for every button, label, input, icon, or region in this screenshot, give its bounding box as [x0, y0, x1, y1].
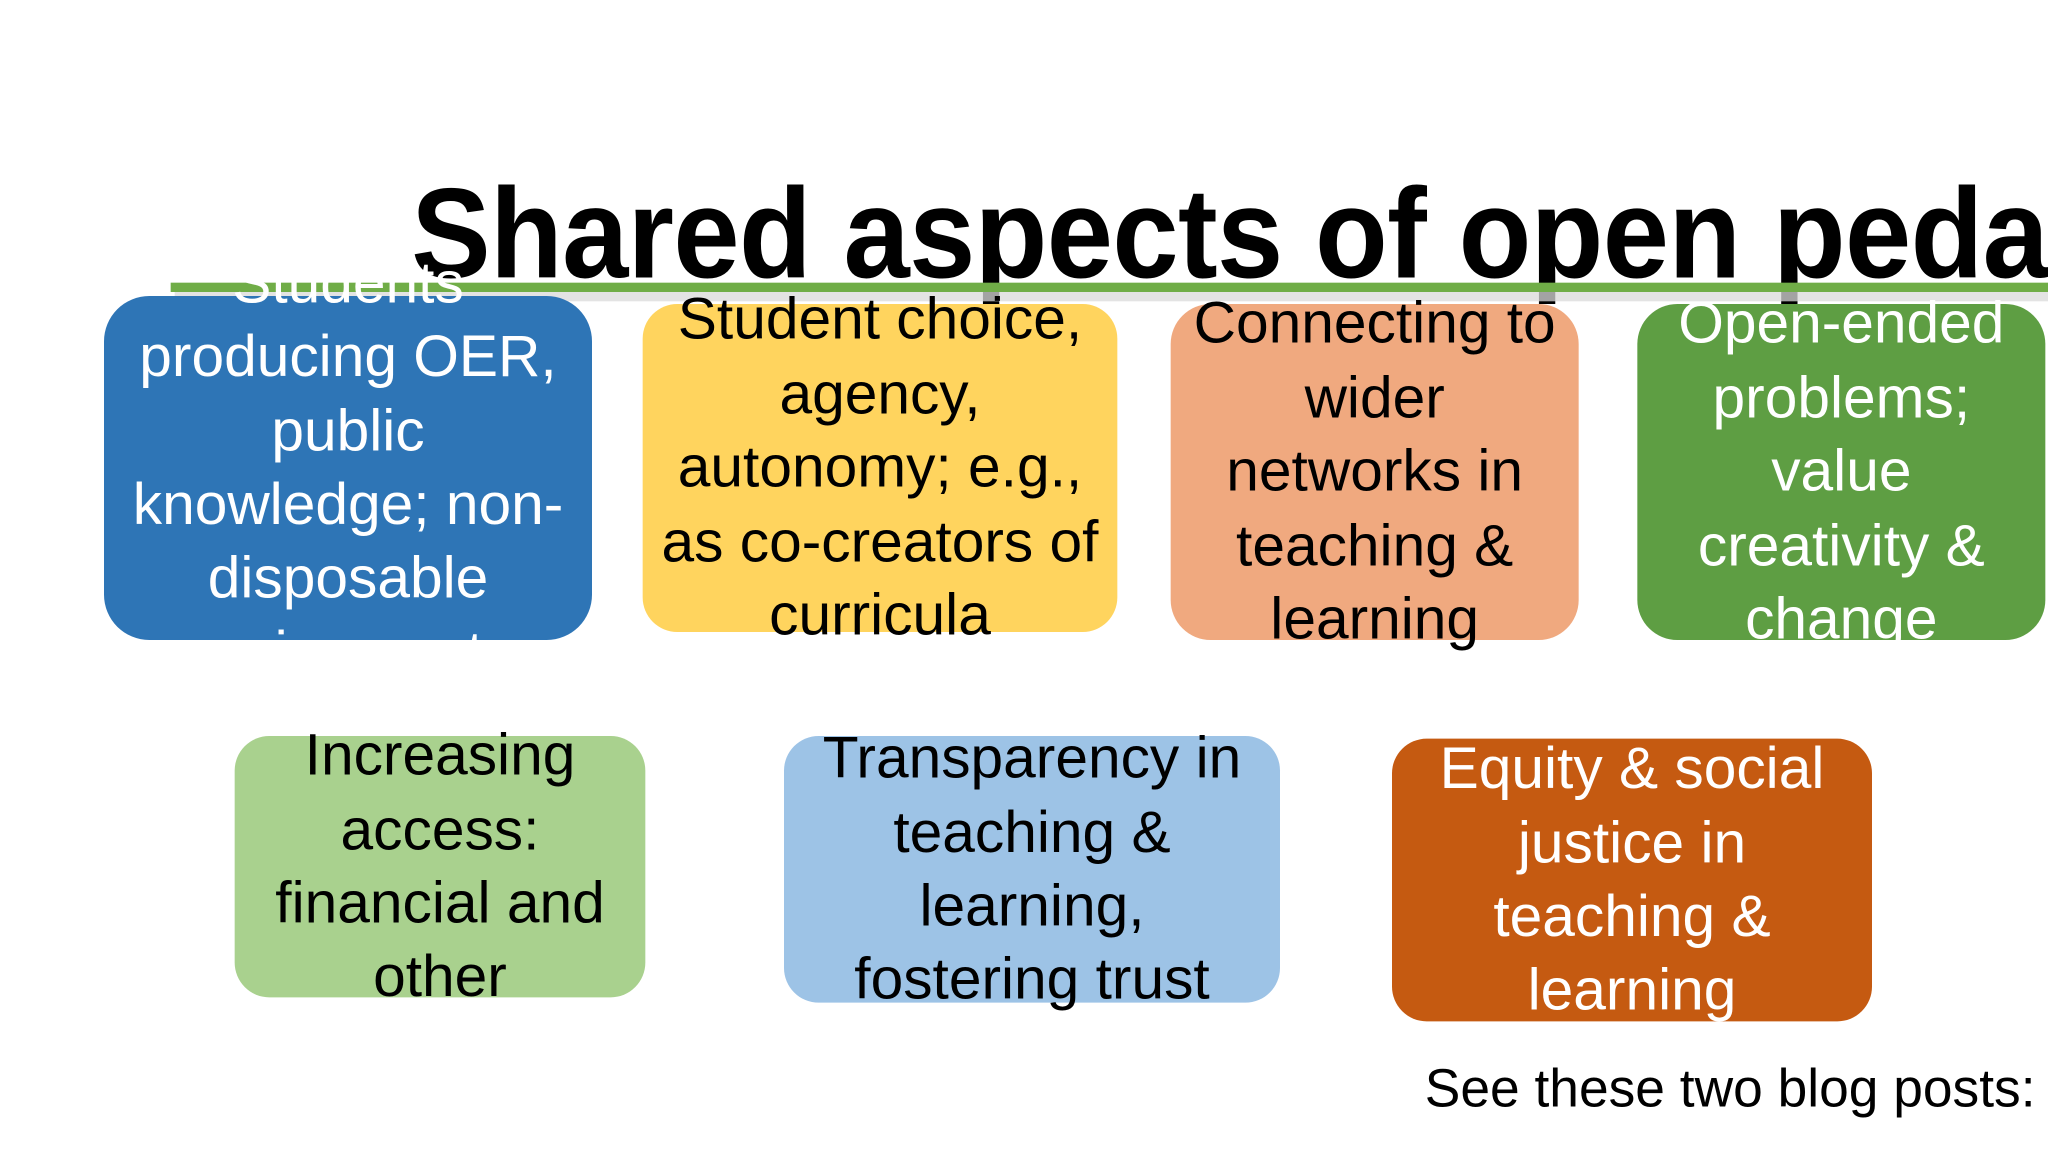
box-label: Increasing access: financial and other [275, 722, 605, 1010]
box-label: Students producing OER, public knowledge… [132, 250, 564, 686]
page-title: Shared aspects of open pedagogy [411, 163, 2048, 306]
box-label: Open-ended problems; value creativity & … [1678, 291, 2005, 653]
footer-lead-text: See these two blog posts: [1424, 1060, 2048, 1119]
box-label: Equity & social justice in teaching & le… [1439, 736, 1825, 1024]
footer-credit: See these two blog posts: May 2017, Oct … [1040, 1060, 2048, 1120]
title-divider [170, 282, 2048, 292]
title-rule-shadow [174, 292, 2048, 302]
box-transparency[interactable]: Transparency in teaching & learning, fos… [784, 726, 1280, 1013]
box-open-ended-problems[interactable]: Open-ended problems; value creativity & … [1637, 291, 2046, 652]
box-equity-social-justice[interactable]: Equity & social justice in teaching & le… [1392, 736, 1872, 1023]
box-label: Student choice, agency, autonomy; e.g., … [661, 287, 1099, 649]
box-student-choice[interactable]: Student choice, agency, autonomy; e.g., … [642, 287, 1118, 648]
box-students-producing-oer[interactable]: Students producing OER, public knowledge… [104, 250, 592, 685]
box-label: Connecting to wider networks in teaching… [1193, 291, 1556, 653]
box-increasing-access[interactable]: Increasing access: financial and other [234, 723, 646, 1010]
box-label: Transparency in teaching & learning, fos… [822, 725, 1242, 1013]
box-connecting-wider-networks[interactable]: Connecting to wider networks in teaching… [1170, 291, 1579, 652]
